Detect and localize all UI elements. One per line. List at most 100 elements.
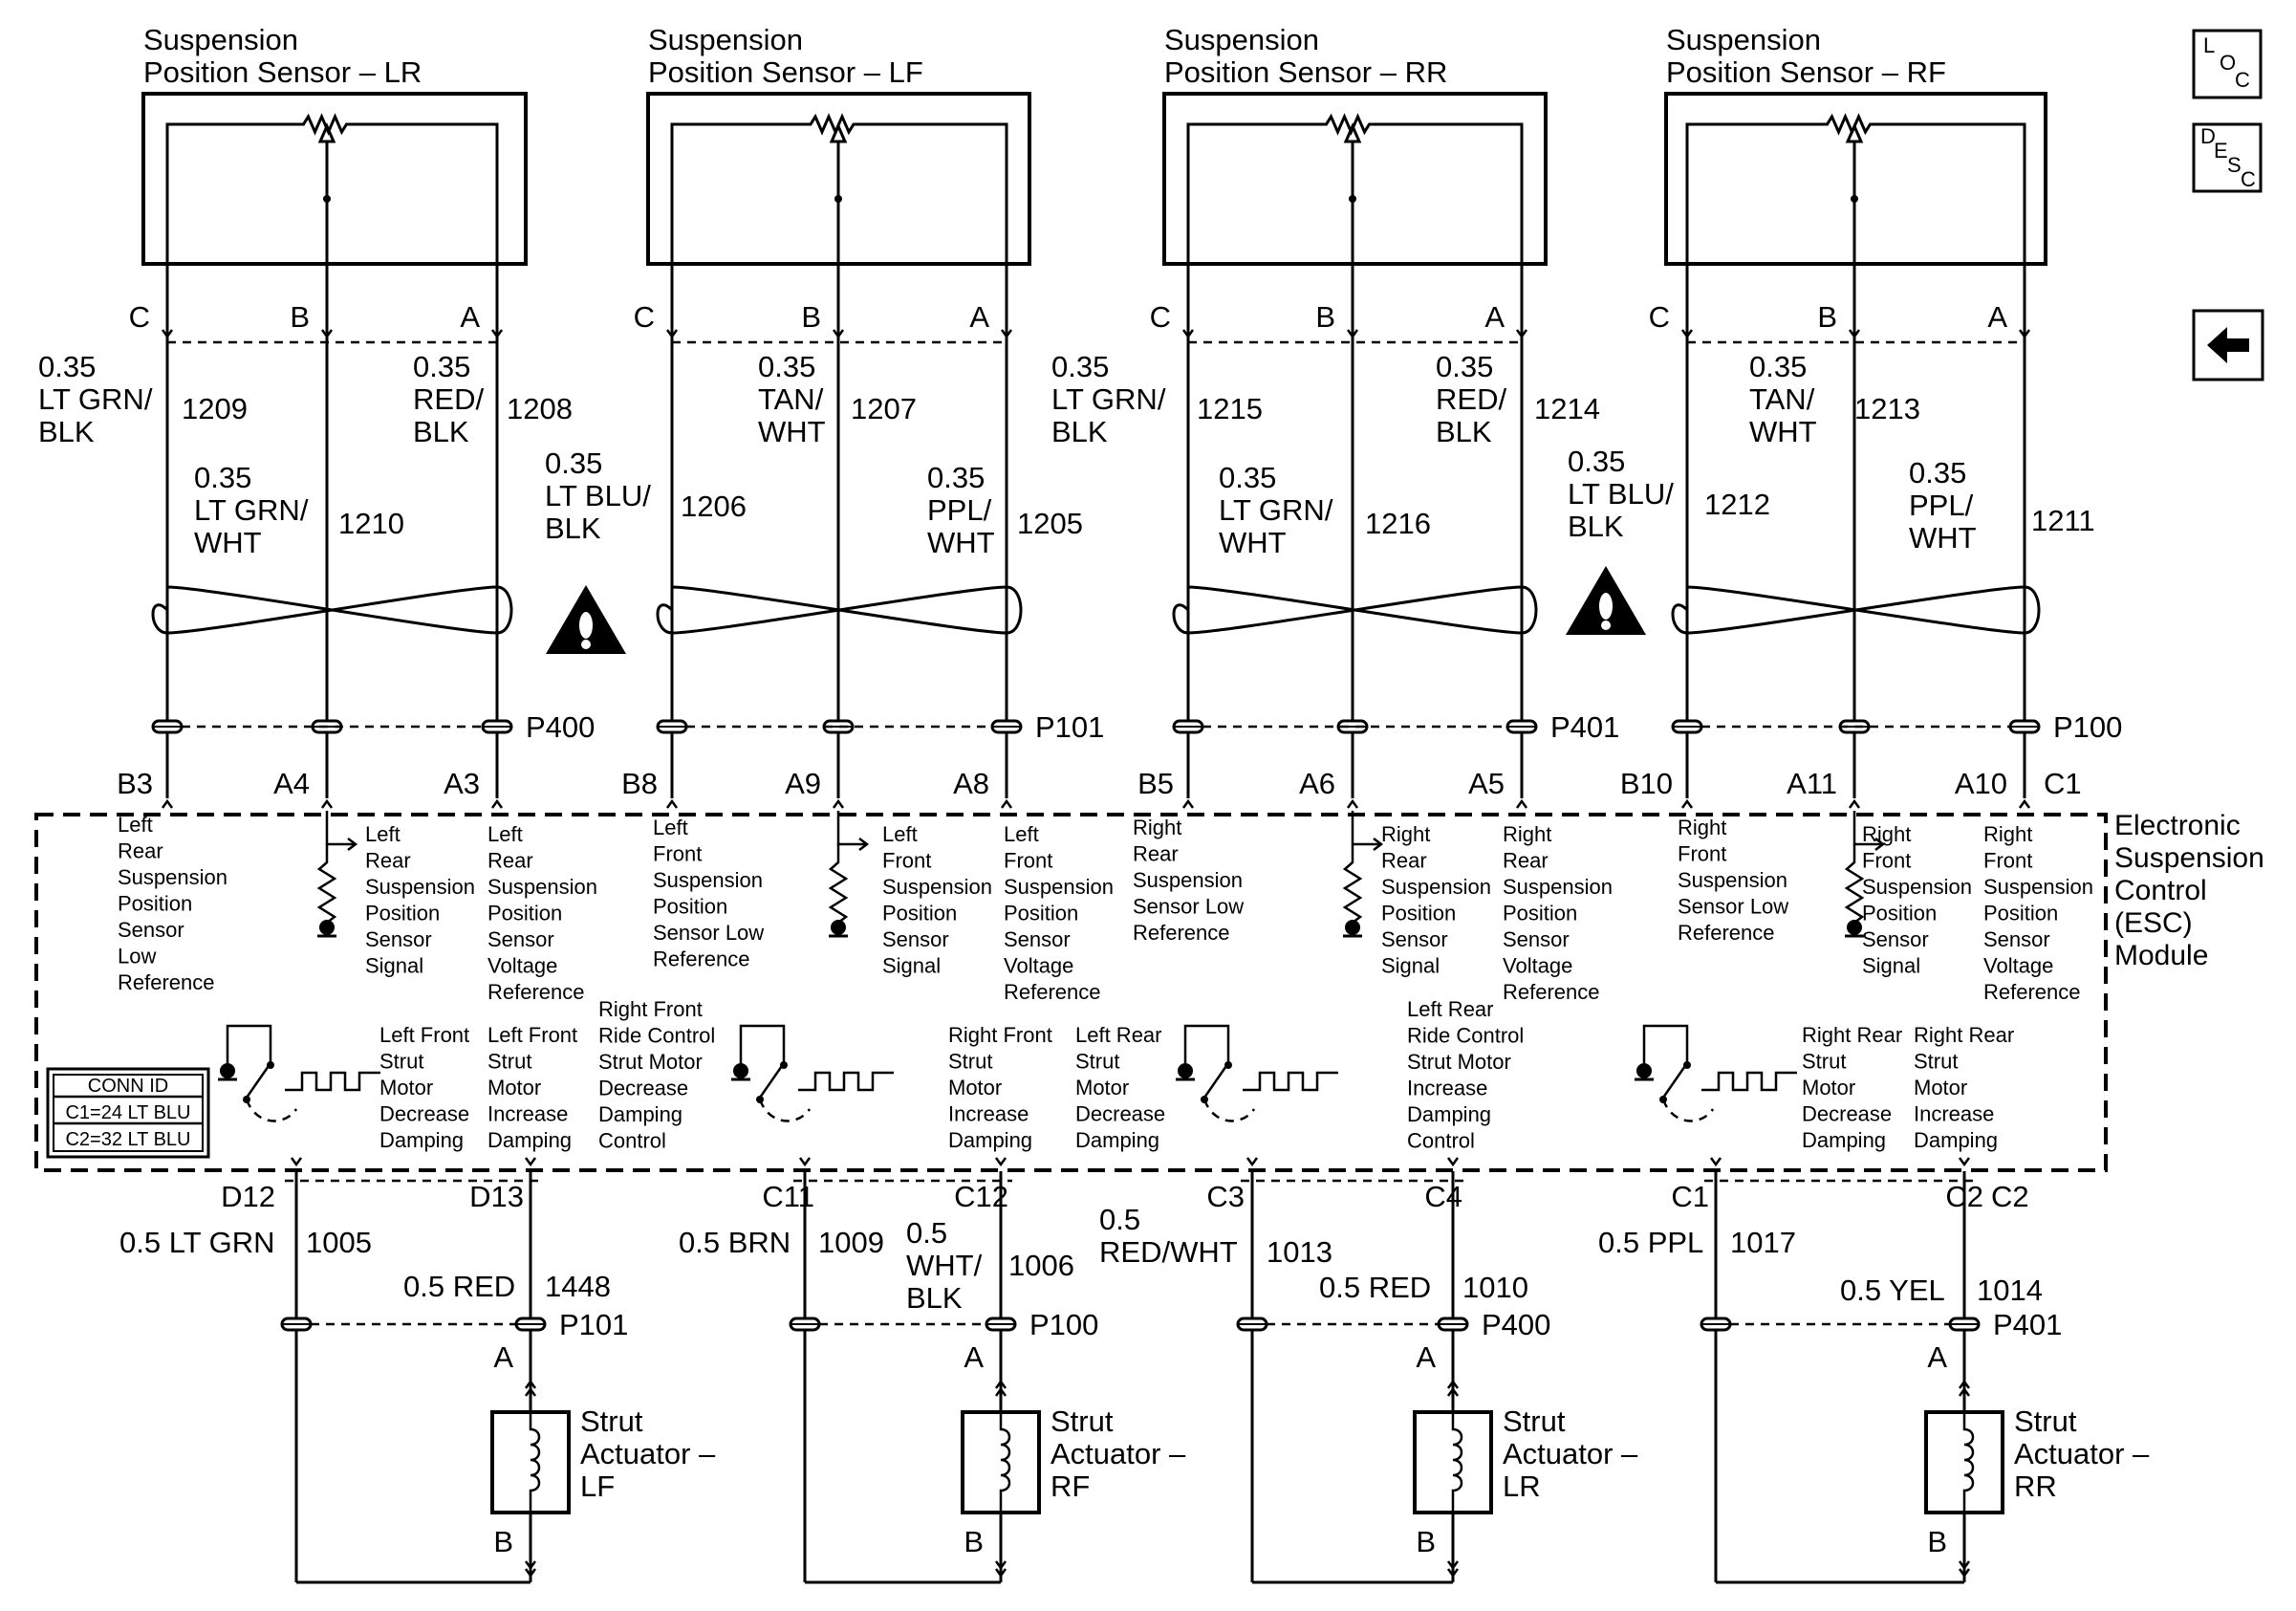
junction-dot xyxy=(1851,195,1858,203)
esc-pin-arrow xyxy=(2018,798,2031,809)
esc-function-label: Reference xyxy=(1983,980,2081,1004)
esc-pin-label: A10 xyxy=(1955,767,2007,800)
connector-terminal xyxy=(514,1317,547,1332)
circuit-number: 1212 xyxy=(1704,488,1770,521)
pullup-resistor xyxy=(828,844,849,924)
esc-function-label: Suspension xyxy=(1004,875,1114,899)
esc-function-label: Rear xyxy=(365,849,411,873)
esc-function-label: Left xyxy=(653,816,688,839)
wire-gauge-color: 0.5 xyxy=(906,1216,947,1250)
actuator-pin-label: B xyxy=(493,1525,513,1558)
actuator-pin-arrow xyxy=(1958,1379,1971,1389)
wire-gauge-color: 0.35 xyxy=(38,350,96,383)
wire-gauge-color: 0.35 xyxy=(1749,350,1807,383)
esc-function-label: Left Front xyxy=(487,1023,577,1047)
actuator-pin-arrow xyxy=(994,1568,1007,1578)
actuator-pin-label: B xyxy=(964,1525,984,1558)
esc-pin-arrow xyxy=(1000,798,1013,809)
esc-function-label: Suspension xyxy=(1381,875,1491,899)
circuit-number: 1006 xyxy=(1008,1249,1074,1282)
esc-function-label: Reference xyxy=(1004,980,1101,1004)
connector-terminal xyxy=(656,719,688,734)
actuator-pin-arrow xyxy=(994,1386,1007,1397)
inline-connector-id: P401 xyxy=(1993,1308,2062,1341)
wire-gauge-color: 0.35 xyxy=(545,446,602,480)
pin-arrow xyxy=(1515,329,1528,339)
esc-function-label: Strut xyxy=(1914,1050,1958,1074)
circuit-number: 1208 xyxy=(507,392,573,425)
desc-icon-letter: E xyxy=(2214,139,2228,163)
esc-function-label: Low xyxy=(118,945,156,969)
loc-icon[interactable]: LOC xyxy=(2192,29,2263,99)
actuator-pin-arrow xyxy=(1446,1386,1460,1397)
sensor-pin-label: A xyxy=(969,300,989,334)
esc-pin-label: B8 xyxy=(621,767,658,800)
sensor-pin-label: A xyxy=(1484,300,1505,334)
wire-gauge-color: 0.35 xyxy=(1219,461,1276,494)
esc-function-label: Right xyxy=(1983,822,2032,846)
signal-arrow xyxy=(1874,838,1886,851)
esc-pin-label: A9 xyxy=(785,767,821,800)
driver-feed xyxy=(739,1024,786,1063)
actuator-title: Strut xyxy=(580,1404,643,1438)
ground-dot xyxy=(1178,1063,1193,1078)
circuit-number: 1014 xyxy=(1977,1274,2043,1307)
pin-arrow xyxy=(320,329,334,339)
ground-dot xyxy=(1636,1063,1652,1078)
esc-pin-label: B10 xyxy=(1620,767,1673,800)
inline-connector-id: P100 xyxy=(1029,1308,1098,1341)
inline-connector-id: P100 xyxy=(2053,710,2122,744)
esc-function-label: Motor xyxy=(1802,1076,1855,1099)
esc-function-label: Suspension xyxy=(487,875,597,899)
ground-icon xyxy=(1343,920,1362,938)
esc-pin-label: D12 xyxy=(221,1180,275,1213)
circuit-number: 1214 xyxy=(1534,392,1600,425)
esc-pin-arrow xyxy=(1515,798,1528,809)
esc-function-label: Damping xyxy=(1075,1128,1159,1152)
sensor-pin-label: B xyxy=(1817,300,1837,334)
esc-function-label: Suspension xyxy=(1862,875,1972,899)
ground-dot xyxy=(319,920,335,935)
ground-icon xyxy=(1845,920,1864,938)
wire-gauge-color: WHT xyxy=(758,415,826,448)
wire-gauge-color: PPL/ xyxy=(927,493,992,527)
esc-function-label: Damping xyxy=(487,1128,572,1152)
esc-function-label: Signal xyxy=(365,954,423,978)
arrow-left-icon[interactable] xyxy=(2192,309,2264,381)
esc-function-label: Decrease xyxy=(1802,1102,1892,1126)
connector-terminal xyxy=(1437,1317,1469,1332)
actuator-pin-arrow xyxy=(1958,1386,1971,1397)
esc-function-label: Suspension xyxy=(1678,868,1787,892)
circuit-number: 1209 xyxy=(182,392,248,425)
esc-pin-label: A8 xyxy=(953,767,989,800)
wire-gauge-color: LT GRN/ xyxy=(1051,382,1166,416)
ground-dot xyxy=(1847,920,1862,935)
esc-function-label: Sensor xyxy=(118,918,184,942)
esc-function-label: Sensor Low xyxy=(653,921,764,945)
pullup-resistor xyxy=(1844,844,1865,924)
esc-function-label: Front xyxy=(1004,849,1052,873)
esc-pin-label: C4 xyxy=(1424,1180,1462,1213)
actuator-pin-label: A xyxy=(1416,1340,1436,1374)
wire-gauge-color: 0.35 xyxy=(1568,445,1625,478)
esc-function-label: Motor xyxy=(1914,1076,1967,1099)
wire-gauge-color: BLK xyxy=(906,1281,963,1315)
wire-gauge-color: RED/WHT xyxy=(1099,1235,1238,1269)
esc-function-label: Ride Control xyxy=(598,1024,715,1048)
pin-arrow xyxy=(2018,329,2031,339)
wire-gauge-color: 0.5 xyxy=(1099,1203,1140,1236)
esc-function-label: Sensor xyxy=(1381,927,1448,951)
wire-gauge-color: WHT/ xyxy=(906,1249,983,1282)
esc-function-label: Position xyxy=(653,895,727,919)
esc-function-label: Right Front xyxy=(948,1023,1052,1047)
sensor-title: Suspension xyxy=(1666,23,1821,56)
circuit-number: 1215 xyxy=(1197,392,1263,425)
circuit-number: 1013 xyxy=(1267,1235,1332,1269)
twisted-pair-shield xyxy=(151,585,513,635)
esc-function-label: Reference xyxy=(487,980,585,1004)
circuit-number: 1010 xyxy=(1462,1271,1528,1304)
actuator-title: Actuator – xyxy=(2014,1437,2150,1470)
ground-dot xyxy=(220,1063,235,1078)
esc-function-label: Signal xyxy=(1862,954,1920,978)
